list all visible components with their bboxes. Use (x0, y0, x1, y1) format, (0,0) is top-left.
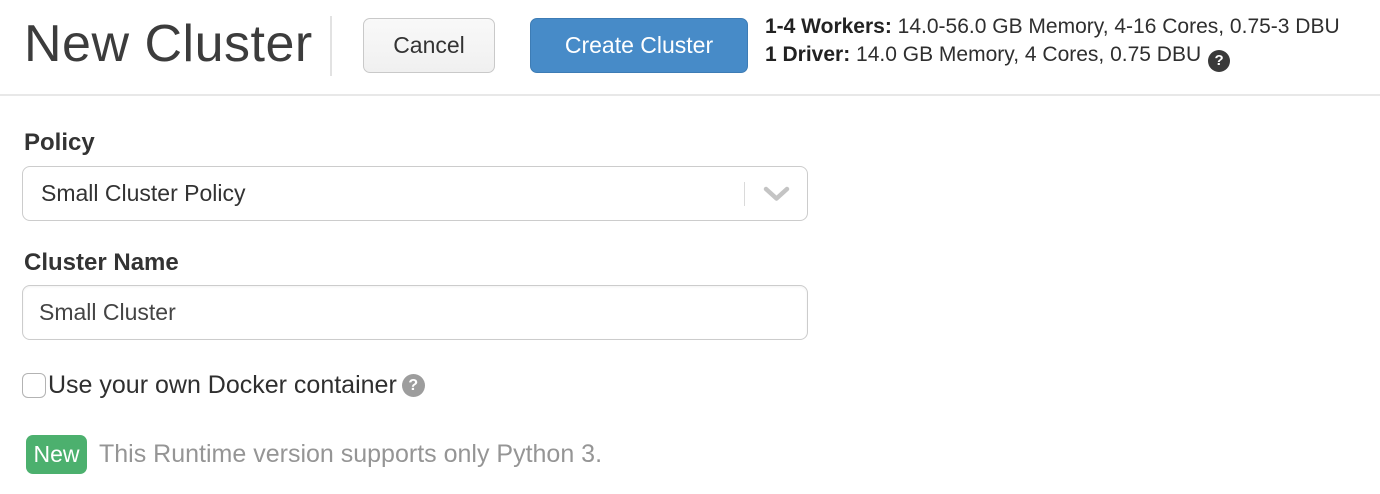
policy-selected-value: Small Cluster Policy (41, 180, 246, 206)
page-title: New Cluster (24, 15, 313, 73)
docker-checkbox-label[interactable]: Use your own Docker container (48, 371, 397, 399)
header: New Cluster Cancel Create Cluster 1-4 Wo… (0, 0, 1380, 96)
driver-summary-line: 1 Driver: 14.0 GB Memory, 4 Cores, 0.75 … (765, 41, 1340, 72)
docker-help-icon[interactable]: ? (401, 374, 425, 397)
driver-label: 1 Driver: (765, 43, 851, 66)
create-cluster-button[interactable]: Create Cluster (530, 18, 748, 73)
docker-checkbox-row: Use your own Docker container ? (22, 371, 1380, 400)
docker-checkbox[interactable] (22, 373, 46, 398)
workers-text: 14.0-56.0 GB Memory, 4-16 Cores, 0.75-3 … (891, 15, 1340, 38)
policy-dropdown-controls (744, 167, 807, 220)
new-badge: New (26, 435, 87, 474)
cancel-button[interactable]: Cancel (363, 18, 495, 73)
dropdown-divider (744, 181, 745, 206)
cluster-name-label: Cluster Name (24, 249, 179, 276)
new-cluster-form: Policy Small Cluster Policy Cluster Name… (0, 96, 1380, 474)
runtime-note-row: New This Runtime version supports only P… (22, 435, 1380, 474)
dbu-help-icon[interactable]: ? (1208, 50, 1231, 72)
workers-label: 1-4 Workers: (765, 15, 892, 38)
header-divider (330, 16, 332, 76)
driver-text: 14.0 GB Memory, 4 Cores, 0.75 DBU (850, 43, 1202, 66)
policy-label: Policy (24, 129, 95, 156)
workers-summary-line: 1-4 Workers: 14.0-56.0 GB Memory, 4-16 C… (765, 13, 1340, 41)
policy-dropdown[interactable]: Small Cluster Policy (22, 166, 808, 221)
cluster-summary: 1-4 Workers: 14.0-56.0 GB Memory, 4-16 C… (765, 13, 1340, 72)
cluster-name-input[interactable] (22, 285, 808, 340)
chevron-down-icon (745, 167, 807, 220)
runtime-note-text: This Runtime version supports only Pytho… (99, 440, 603, 468)
